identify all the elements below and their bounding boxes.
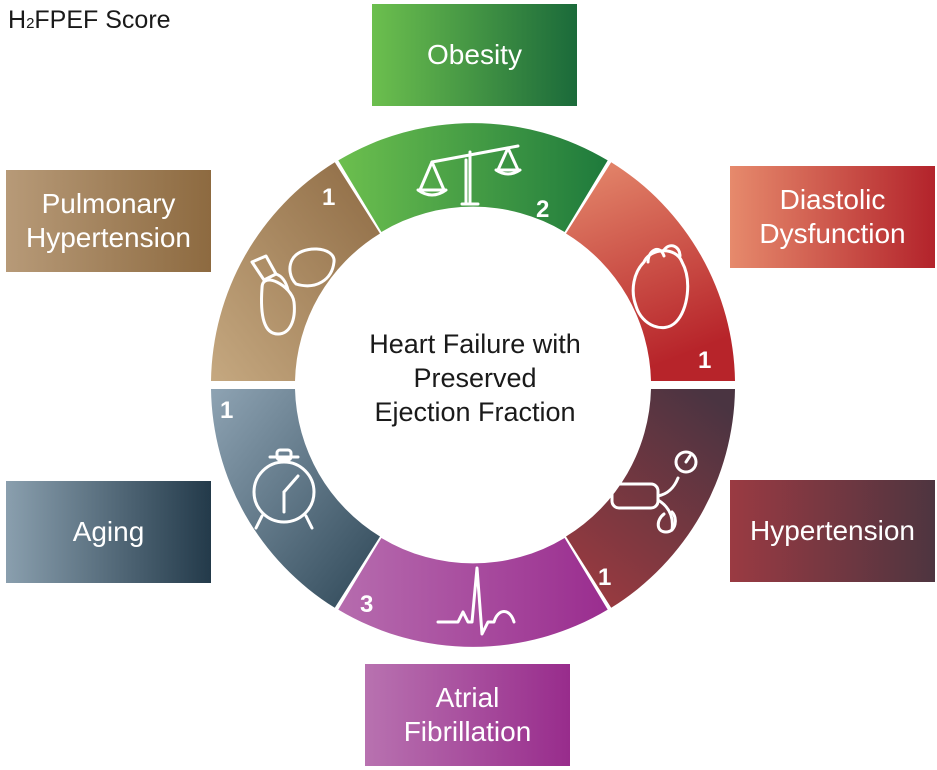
page-title: H2FPEF Score: [8, 6, 171, 34]
ring-segments: [211, 123, 735, 647]
score-hypertension: 1: [598, 564, 611, 591]
label-pulmonary-1: Pulmonary: [41, 188, 176, 219]
center-line-3: Ejection Fraction: [374, 397, 576, 427]
label-atrial-2: Fibrillation: [403, 716, 532, 747]
label-atrial-1: Atrial: [435, 682, 500, 713]
segment-diastolic: [566, 162, 735, 381]
label-box-atrial: Atrial Fibrillation: [365, 664, 570, 766]
score-obesity: 2: [536, 196, 549, 223]
center-line-2: Preserved: [413, 363, 537, 393]
score-pulmonary: 1: [322, 184, 335, 211]
label-box-obesity: Obesity: [372, 4, 577, 106]
label-box-hypertension: Hypertension: [730, 480, 935, 582]
blood-pressure-cuff-icon: [610, 450, 698, 534]
segment-pulmonary: [211, 162, 380, 381]
center-line-1: Heart Failure with: [369, 329, 581, 359]
label-box-diastolic: Diastolic Dysfunction: [730, 166, 935, 268]
label-box-aging: Aging: [6, 481, 211, 583]
lungs-icon: [250, 247, 336, 336]
label-pulmonary-2: Hypertension: [26, 222, 191, 253]
segment-obesity: [338, 123, 608, 232]
center-title: Heart Failure with Preserved Ejection Fr…: [330, 327, 620, 429]
label-diastolic-1: Diastolic: [779, 184, 886, 215]
label-obesity: Obesity: [427, 39, 522, 70]
label-aging: Aging: [72, 516, 145, 547]
alarm-clock-icon: [252, 448, 316, 530]
segment-aging: [211, 389, 380, 608]
heart-icon: [631, 244, 690, 329]
segment-atrial: [338, 538, 608, 647]
segment-hypertension: [566, 389, 735, 608]
label-hypertension: Hypertension: [750, 515, 915, 546]
label-diastolic-2: Dysfunction: [759, 218, 906, 249]
score-aging: 1: [220, 397, 233, 424]
ecg-icon: [436, 566, 516, 636]
score-diastolic: 1: [698, 347, 711, 374]
label-box-pulmonary: Pulmonary Hypertension: [6, 170, 211, 272]
scale-icon: [416, 144, 522, 206]
score-atrial: 3: [360, 591, 373, 618]
